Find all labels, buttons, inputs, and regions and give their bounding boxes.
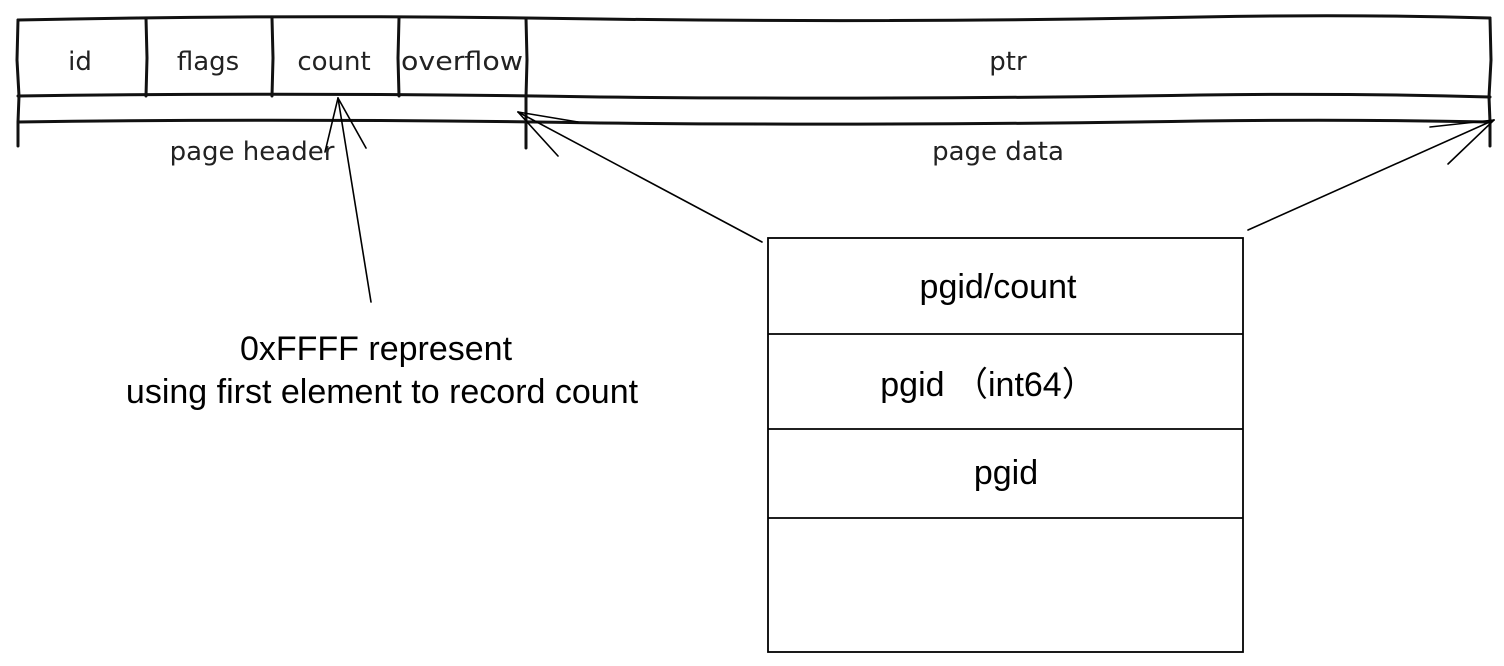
data-table: pgid/count pgid （int64） pgid bbox=[767, 237, 1244, 653]
data-arrow-right-head-b bbox=[1447, 119, 1495, 165]
annotation-line-1: 0xFFFF represent bbox=[240, 330, 513, 368]
field-flags-label: flags bbox=[177, 47, 239, 77]
page-structure bbox=[15, 14, 1493, 150]
data-arrow-left-shaft bbox=[517, 111, 763, 243]
fields-bottom-border bbox=[16, 92, 1492, 100]
header-field-labels: id flags count overflow ptr bbox=[68, 47, 1027, 77]
divider-id-flags bbox=[144, 16, 149, 98]
annotation: 0xFFFF represent using first element to … bbox=[126, 330, 639, 411]
data-arrow-right-shaft bbox=[1247, 119, 1495, 231]
section-bar-line bbox=[16, 118, 1492, 126]
data-arrow-left-head-a bbox=[517, 111, 579, 123]
divider-header-data bbox=[524, 16, 529, 150]
annotation-line-2: using first element to record count bbox=[126, 373, 639, 411]
data-row-pgid: pgid bbox=[974, 454, 1038, 492]
page-right-edge bbox=[1487, 16, 1493, 148]
data-arrows bbox=[517, 111, 1495, 243]
count-arrow-head-right bbox=[337, 97, 367, 149]
count-arrow-head-left bbox=[324, 97, 339, 153]
data-row-pgid-count: pgid/count bbox=[920, 268, 1077, 306]
data-row-pgid-int64: pgid （int64） bbox=[880, 366, 1095, 404]
count-arrow-shaft bbox=[337, 97, 372, 303]
field-ptr-label: ptr bbox=[989, 47, 1027, 77]
page-header-label: page header bbox=[170, 137, 335, 167]
data-arrow-right-head-a bbox=[1429, 119, 1495, 128]
divider-count-overflow bbox=[396, 16, 401, 98]
count-arrow bbox=[324, 97, 372, 303]
divider-flags-count bbox=[270, 16, 275, 98]
page-left-edge bbox=[15, 18, 21, 148]
page-data-label: page data bbox=[932, 137, 1064, 167]
field-count-label: count bbox=[297, 47, 370, 77]
section-labels: page header page data bbox=[170, 137, 1064, 167]
field-id-label: id bbox=[68, 47, 92, 77]
page-top-border bbox=[16, 14, 1492, 23]
data-arrow-left-head-b bbox=[517, 111, 559, 157]
field-overflow-label: overflow bbox=[401, 47, 523, 77]
data-table-border bbox=[767, 237, 1244, 653]
